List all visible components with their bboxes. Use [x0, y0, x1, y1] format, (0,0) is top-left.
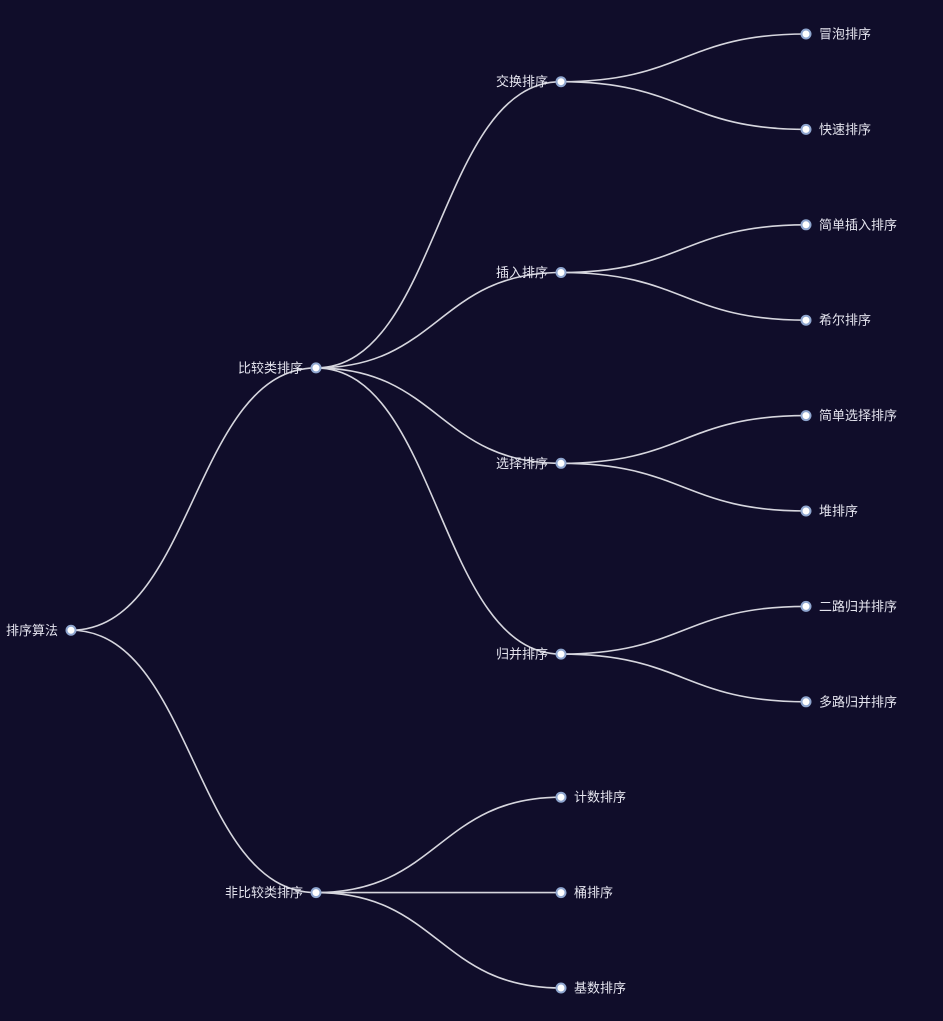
tree-branch-node[interactable]: 插入排序	[496, 266, 567, 281]
tree-link	[70, 629, 317, 894]
tree-leaf-node[interactable]: 桶排序	[555, 886, 614, 901]
tree-branch-node[interactable]: 归并排序	[496, 648, 567, 663]
tree-branch-node[interactable]: 非比较类排序	[225, 886, 322, 901]
tree-link	[315, 271, 562, 369]
node-dot[interactable]	[800, 600, 812, 612]
tree-link	[560, 462, 807, 512]
tree-link	[560, 271, 807, 321]
node-dot[interactable]	[310, 887, 322, 899]
node-label: 希尔排序	[819, 314, 871, 329]
node-dot[interactable]	[555, 457, 567, 469]
node-label: 冒泡排序	[819, 28, 871, 43]
node-label: 比较类排序	[238, 361, 303, 376]
tree-leaf-node[interactable]: 简单选择排序	[800, 408, 898, 424]
node-label: 二路归并排序	[819, 599, 897, 615]
tree-link	[315, 367, 562, 655]
tree-leaf-node[interactable]: 希尔排序	[800, 314, 872, 329]
tree-link	[560, 653, 807, 703]
node-dot[interactable]	[800, 410, 812, 422]
tree-leaf-node[interactable]: 二路归并排序	[800, 599, 898, 615]
links-layer	[70, 33, 807, 989]
tree-link	[315, 796, 562, 894]
tree-link	[560, 605, 807, 655]
tree-leaf-node[interactable]: 多路归并排序	[800, 694, 898, 710]
node-label: 插入排序	[496, 266, 548, 281]
node-label: 简单选择排序	[819, 408, 897, 424]
tree-branch-node[interactable]: 交换排序	[496, 74, 567, 90]
tree-branch-node[interactable]: 选择排序	[496, 457, 567, 472]
tree-link	[315, 891, 562, 989]
node-label: 计数排序	[574, 791, 626, 806]
node-dot[interactable]	[800, 696, 812, 708]
node-label: 堆排序	[819, 505, 858, 520]
node-dot[interactable]	[800, 123, 812, 135]
node-label: 交换排序	[496, 74, 548, 90]
node-dot[interactable]	[65, 624, 77, 636]
tree-link	[560, 80, 807, 131]
node-dot[interactable]	[800, 505, 812, 517]
node-label: 选择排序	[496, 457, 548, 472]
node-label: 归并排序	[496, 648, 548, 663]
node-dot[interactable]	[555, 887, 567, 899]
node-label: 桶排序	[574, 886, 613, 901]
tree-branch-node[interactable]: 排序算法	[6, 624, 77, 639]
tree-leaf-node[interactable]: 计数排序	[555, 791, 627, 806]
node-dot[interactable]	[800, 219, 812, 231]
node-dot[interactable]	[555, 76, 567, 88]
node-dot[interactable]	[555, 982, 567, 994]
node-dot[interactable]	[800, 314, 812, 326]
node-label: 多路归并排序	[819, 694, 897, 710]
tree-leaf-node[interactable]: 堆排序	[800, 505, 859, 520]
node-dot[interactable]	[555, 791, 567, 803]
node-label: 排序算法	[6, 624, 58, 639]
node-dot[interactable]	[800, 28, 812, 40]
tree-link	[315, 80, 562, 369]
tree-link	[560, 33, 807, 83]
tree-leaf-node[interactable]: 快速排序	[800, 123, 872, 138]
node-label: 简单插入排序	[819, 217, 897, 233]
node-label: 快速排序	[819, 123, 871, 138]
tree-link	[315, 367, 562, 465]
node-dot[interactable]	[310, 362, 322, 374]
tree-link	[560, 224, 807, 274]
tree-branch-node[interactable]: 比较类排序	[238, 361, 322, 376]
tree-leaf-node[interactable]: 基数排序	[555, 982, 627, 997]
node-label: 非比较类排序	[225, 886, 303, 901]
node-label: 基数排序	[574, 982, 626, 997]
node-dot[interactable]	[555, 267, 567, 278]
node-dot[interactable]	[555, 648, 567, 660]
tree-leaf-node[interactable]: 简单插入排序	[800, 217, 898, 233]
tree-link	[70, 367, 317, 632]
tree-leaf-node[interactable]: 冒泡排序	[800, 28, 872, 43]
tree-link	[560, 414, 807, 465]
